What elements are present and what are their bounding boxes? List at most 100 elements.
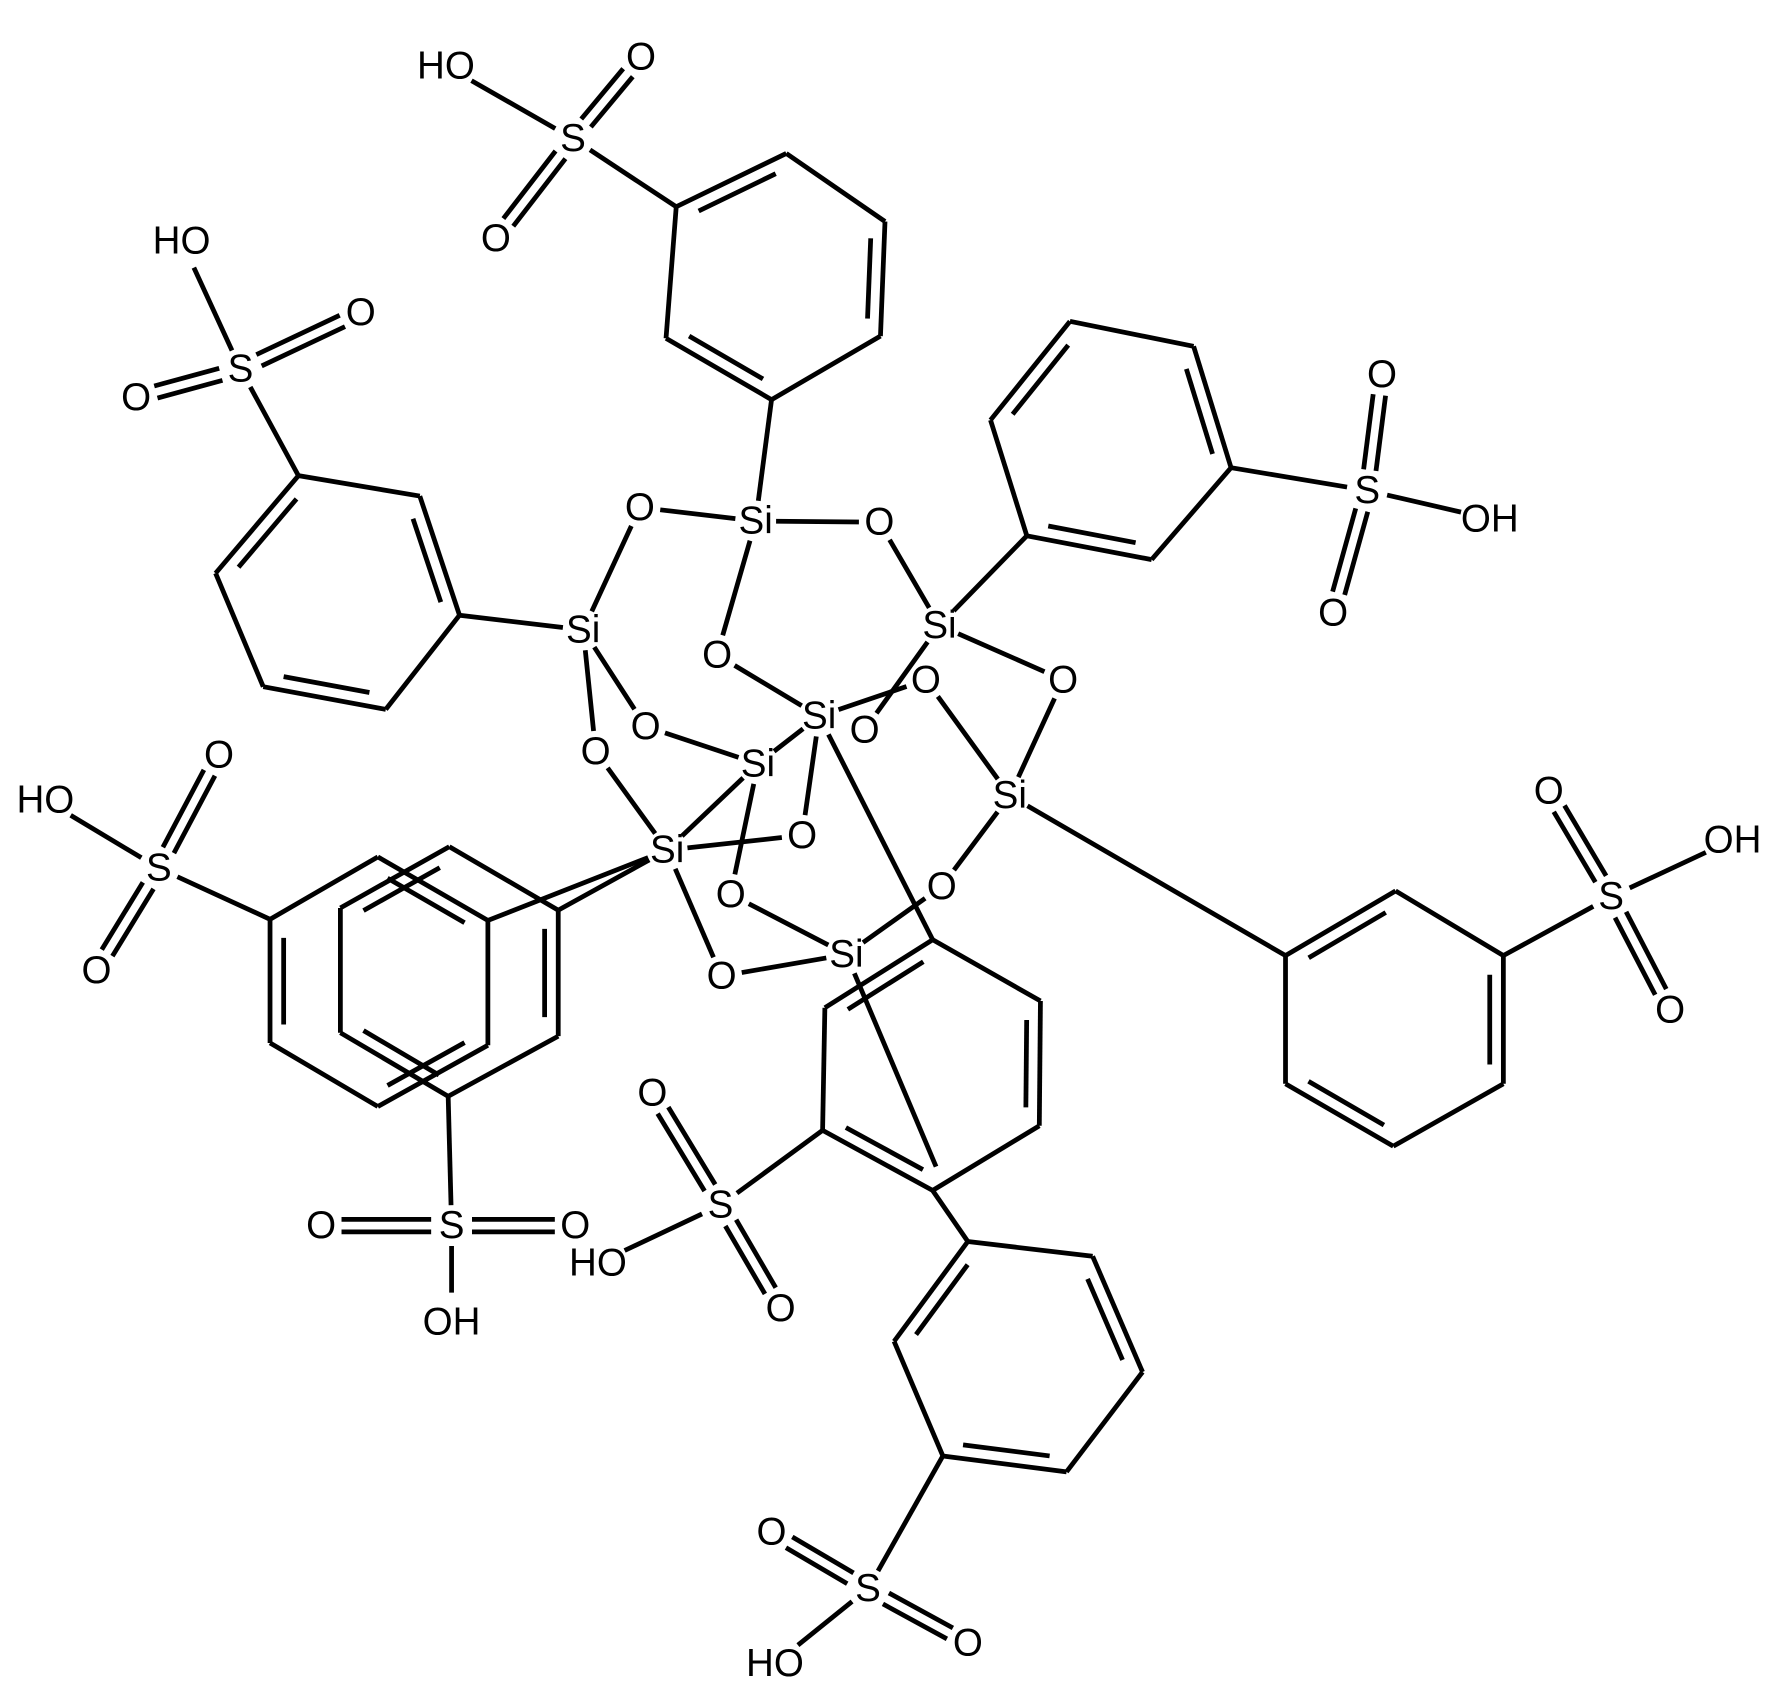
core-atom-label: O [864, 501, 894, 544]
sulfonate-atom-label: HO [153, 219, 211, 262]
ring-f-double-bond [962, 1442, 1050, 1459]
ring-h-edge [268, 854, 380, 922]
si-o-bond [733, 663, 803, 708]
s-o-double-bond [784, 1545, 849, 1586]
ring-e-edge [1036, 1000, 1043, 1126]
core-atom-label: Si [802, 695, 836, 738]
si-o-bond [680, 776, 745, 838]
aryl-sulfur-bond [445, 1096, 454, 1206]
sulfonate-atom-label: OH [1704, 818, 1762, 861]
sulfonate-atom-label: O [481, 217, 511, 260]
ring-d-double-bond [1307, 1079, 1386, 1128]
aryl-sulfur-bond [1230, 465, 1348, 490]
sulfonate-atom-label: O [81, 949, 111, 992]
s-o-double-bond [156, 378, 224, 401]
ring-g-edge [339, 844, 451, 911]
ring-h-edge [376, 1043, 490, 1109]
core-atom-label: Si [741, 742, 775, 785]
core-atom-label: Si [650, 829, 684, 872]
ring-b-double-bond [410, 517, 444, 603]
ring-h-edge [376, 854, 490, 923]
ring-f-double-bond [914, 1263, 970, 1336]
ring-h-double-bond [386, 876, 466, 925]
si-aryl-bond [852, 972, 939, 1168]
si-o-bond [935, 695, 1000, 781]
si-o-bond [589, 524, 634, 613]
s-o-double-bond [1342, 511, 1371, 596]
ring-e-edge [821, 1128, 934, 1193]
si-o-bond [874, 640, 930, 715]
core-atom-label: Si [922, 604, 956, 647]
s-o-double-bond [1612, 916, 1658, 996]
si-o-bond [747, 901, 830, 948]
si-o-bond [802, 736, 819, 816]
ring-e-edge [820, 1007, 828, 1131]
si-aryl-bond [1026, 803, 1287, 958]
core-atom-label: O [707, 955, 737, 998]
aryl-sulfur-bond [588, 147, 678, 209]
ring-c-edge [1069, 319, 1195, 349]
core-atom-label: Si [739, 500, 773, 543]
s-oh-bond [69, 813, 143, 860]
ring-a-edge [663, 206, 679, 339]
si-aryl-bond [557, 857, 651, 913]
ring-b-edge [298, 473, 421, 499]
s-o-double-bond [723, 1224, 768, 1296]
ring-e-double-bond [1023, 1019, 1030, 1108]
ring-d-edge [1284, 1081, 1395, 1149]
core-atom-label: O [911, 658, 941, 701]
ring-b-edge [417, 495, 462, 616]
si-o-bond [837, 684, 908, 712]
ring-c-double-bond [1047, 523, 1137, 546]
ring-a-double-bond [697, 171, 777, 214]
ring-b-edge [262, 684, 387, 712]
ring-g-edge [339, 1030, 450, 1099]
s-o-double-bond [791, 1534, 855, 1576]
s-o-double-bond [1623, 910, 1669, 991]
s-o-double-bond [171, 774, 218, 855]
si-o-bond [605, 766, 658, 835]
ring-f-double-bond [1085, 1278, 1125, 1361]
ring-d-double-bond [1307, 910, 1387, 960]
si-o-bond [582, 650, 596, 732]
ring-d-edge [1394, 888, 1505, 958]
ring-e-double-bond [846, 959, 925, 1012]
ring-a-double-bond [687, 333, 765, 381]
s-o-double-bond [589, 75, 635, 129]
sulfonate-atom-label: HO [417, 45, 475, 88]
ring-a-edge [675, 151, 788, 209]
ring-c-edge [988, 419, 1030, 537]
si-o-bond [664, 730, 740, 760]
sulfonate-atom-label: S [146, 847, 172, 890]
si-o-bond [957, 631, 1046, 674]
ring-e-edge [931, 937, 1042, 1004]
sulfonate-atom-label: O [637, 1071, 667, 1114]
core-atom-label: O [625, 486, 655, 529]
sulfonate-atom-label: OH [423, 1301, 481, 1344]
sulfonate-atom-label: O [1655, 989, 1685, 1032]
ring-e-edge [823, 937, 934, 1010]
s-o-double-bond [255, 313, 341, 357]
ring-c-edge [1191, 345, 1234, 469]
ring-a-edge [878, 221, 888, 337]
s-o-double-bond [260, 324, 347, 369]
ring-f-edge [1064, 1370, 1145, 1474]
s-o-double-bond [160, 768, 207, 849]
s-o-double-bond [99, 881, 145, 951]
aryl-sulfur-bond [735, 1128, 825, 1196]
ring-e-edge [931, 1123, 1041, 1193]
core-atom-label: O [1048, 658, 1078, 701]
core-atom-label: O [787, 814, 817, 857]
si-o-bond [1016, 697, 1057, 779]
sulfonate-atom-label: O [204, 733, 234, 776]
ring-a-edge [770, 334, 882, 402]
s-o-double-bond [734, 1218, 778, 1289]
si-o-bond [592, 645, 637, 711]
ring-b-edge [213, 572, 266, 688]
sulfonate-atom-label: S [228, 348, 254, 391]
si-o-bond [776, 518, 859, 525]
ring-d-edge [1284, 888, 1397, 958]
